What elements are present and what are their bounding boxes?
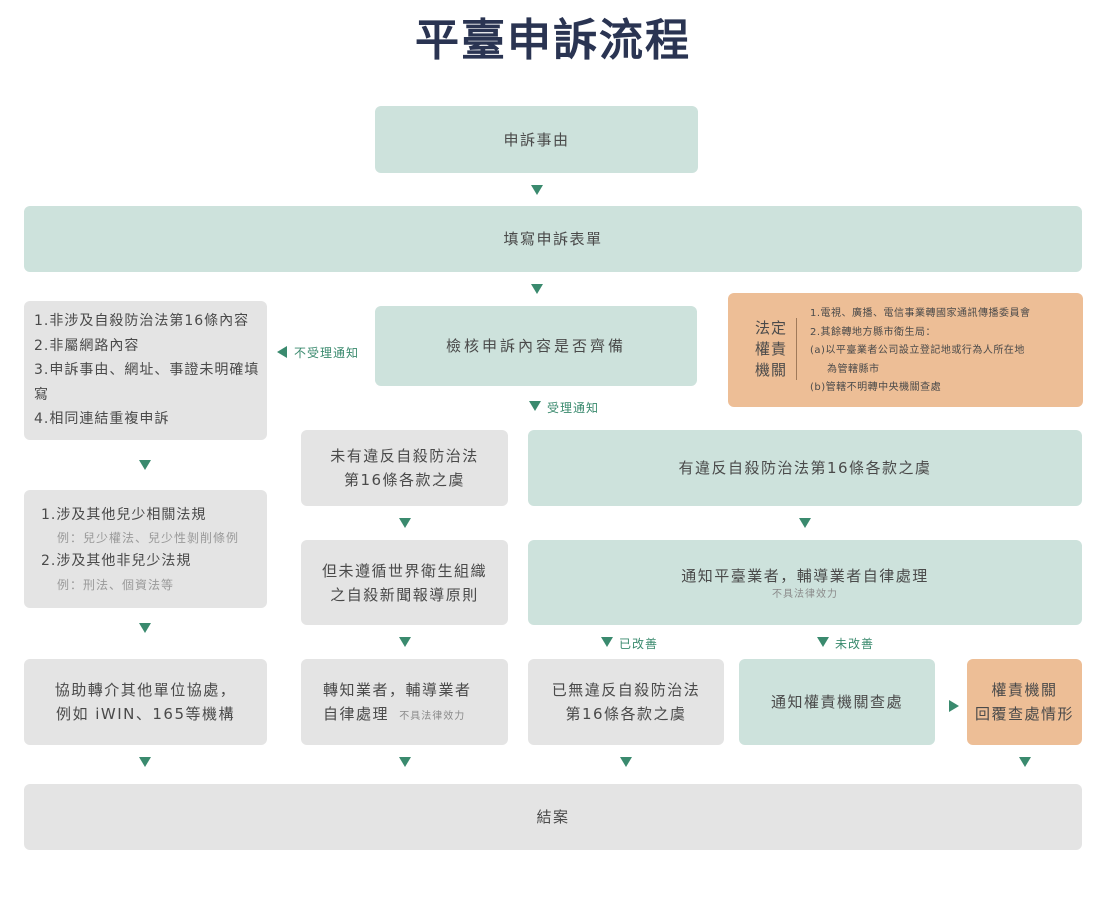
node-notify-authority: 通知權責機關查處 <box>739 659 935 745</box>
node-authority-reply-line: 回覆查處情形 <box>974 705 1074 723</box>
node-notify-platform: 通知平臺業者，輔導業者自律處理 不具法律效力 <box>528 540 1082 625</box>
node-who-guidelines-line: 但未遵循世界衛生組織 <box>321 561 487 580</box>
node-violation: 有違反自殺防治法第16條各款之虞 <box>528 430 1082 506</box>
arrow-down-icon <box>139 623 151 633</box>
node-assist-referral-line: 協助轉介其他單位協處， <box>54 681 237 699</box>
node-fill-form: 填寫申訴表單 <box>24 206 1082 272</box>
node-notify-platform-note: 不具法律效力 <box>771 588 838 600</box>
arrow-down-icon <box>601 637 613 647</box>
list-item: 2.涉及其他非兒少法規 <box>41 553 192 569</box>
node-forward-platform-line: 自律處理 <box>323 705 390 723</box>
node-notify-authority-label: 通知權責機關查處 <box>770 693 903 711</box>
node-complaint-reason-label: 申訴事由 <box>503 130 570 149</box>
legal-authority-details: 1.電視、廣播、電信事業轉國家通訊傳播委員會 2.其餘轉地方縣市衛生局： (a)… <box>810 305 1031 398</box>
node-authority-reply: 權責機關 回覆查處情形 <box>967 659 1082 745</box>
arrow-down-icon <box>531 284 543 294</box>
not-accepted-notice-label: 不受理通知 <box>294 346 360 360</box>
node-case-closed: 結案 <box>24 784 1082 850</box>
divider <box>796 318 797 380</box>
authority-line: (b)管轄不明轉中央機關查處 <box>810 382 942 393</box>
node-notify-platform-label: 通知平臺業者，輔導業者自律處理 <box>681 566 929 585</box>
arrow-down-icon <box>531 185 543 195</box>
list-item: 2.非屬網路內容 <box>34 337 140 354</box>
other-laws-list: 1.涉及其他兒少相關法規 例：兒少權法、兒少性剝削條例 2.涉及其他非兒少法規 … <box>41 503 239 596</box>
node-check-content: 檢核申訴內容是否齊備 <box>375 306 697 386</box>
authority-line: 1.電視、廣播、電信事業轉國家通訊傳播委員會 <box>810 308 1031 319</box>
node-resolved-line: 已無違反自殺防治法 <box>551 681 701 699</box>
arrow-down-icon <box>139 757 151 767</box>
node-other-laws: 1.涉及其他兒少相關法規 例：兒少權法、兒少性剝削條例 2.涉及其他非兒少法規 … <box>24 490 267 608</box>
list-item: 4.相同連結重複申訴 <box>34 411 170 428</box>
legal-authority-label-line: 機關 <box>754 361 787 379</box>
node-no-violation-line: 第16條各款之虞 <box>343 471 466 489</box>
node-resolved-line: 第16條各款之虞 <box>565 705 687 723</box>
node-legal-authority <box>728 293 1083 407</box>
arrow-down-icon <box>139 460 151 470</box>
list-item-note: 例：兒少權法、兒少性剝削條例 <box>57 531 240 545</box>
authority-line: (a)以平臺業者公司設立登記地或行為人所在地 <box>810 345 1025 356</box>
list-item: 1.非涉及自殺防治法第16條內容 <box>34 313 250 330</box>
node-violation-label: 有違反自殺防治法第16條各款之虞 <box>678 459 932 477</box>
node-forward-platform: 轉知業者，輔導業者 自律處理 不具法律效力 <box>301 659 508 745</box>
node-no-violation-line: 未有違反自殺防治法 <box>330 447 479 465</box>
node-assist-referral-line: 例如 iWIN、165等機構 <box>55 705 236 723</box>
node-authority-reply-line: 權責機關 <box>991 681 1058 699</box>
arrow-right-icon <box>949 700 959 712</box>
node-resolved: 已無違反自殺防治法 第16條各款之虞 <box>528 659 724 745</box>
arrow-down-icon <box>529 401 541 411</box>
authority-line: 2.其餘轉地方縣市衛生局： <box>810 326 937 338</box>
node-case-closed-label: 結案 <box>536 808 570 826</box>
node-no-violation: 未有違反自殺防治法 第16條各款之虞 <box>301 430 508 506</box>
list-item-note: 例：刑法、個資法等 <box>57 577 175 592</box>
legal-authority-label: 法定 權責 機關 <box>752 318 790 381</box>
accepted-notice-label: 受理通知 <box>547 401 600 415</box>
arrow-down-icon <box>399 757 411 767</box>
arrow-down-icon <box>399 637 411 647</box>
arrow-down-icon <box>799 518 811 528</box>
node-forward-platform-note: 不具法律效力 <box>399 711 466 722</box>
node-reject-reasons: 1.非涉及自殺防治法第16條內容 2.非屬網路內容 3.申訴事由、網址、事證未明… <box>24 301 267 440</box>
node-complaint-reason: 申訴事由 <box>375 106 698 173</box>
node-check-content-label: 檢核申訴內容是否齊備 <box>445 337 626 355</box>
authority-line: 為管轄縣市 <box>827 363 880 375</box>
legal-authority-label-line: 法定 <box>754 319 787 337</box>
list-item: 1.涉及其他兒少相關法規 <box>41 506 207 523</box>
node-assist-referral: 協助轉介其他單位協處， 例如 iWIN、165等機構 <box>24 659 267 745</box>
node-who-guidelines-line: 之自殺新聞報導原則 <box>330 585 479 604</box>
arrow-down-icon <box>1019 757 1031 767</box>
node-forward-platform-line: 轉知業者，輔導業者 <box>323 681 472 699</box>
arrow-down-icon <box>620 757 632 767</box>
legal-authority-label-line: 權責 <box>754 340 787 358</box>
not-improved-label: 未改善 <box>835 637 875 651</box>
page-title: 平臺申訴流程 <box>415 15 691 66</box>
node-who-guidelines: 但未遵循世界衛生組織 之自殺新聞報導原則 <box>301 540 508 625</box>
arrow-left-icon <box>277 346 287 358</box>
improved-label: 已改善 <box>619 637 659 651</box>
arrow-down-icon <box>399 518 411 528</box>
arrow-down-icon <box>817 637 829 647</box>
list-item: 3.申訴事由、網址、事證未明確填寫 <box>34 362 260 403</box>
reject-reasons-list: 1.非涉及自殺防治法第16條內容 2.非屬網路內容 3.申訴事由、網址、事證未明… <box>34 309 267 432</box>
node-fill-form-label: 填寫申訴表單 <box>503 230 603 248</box>
